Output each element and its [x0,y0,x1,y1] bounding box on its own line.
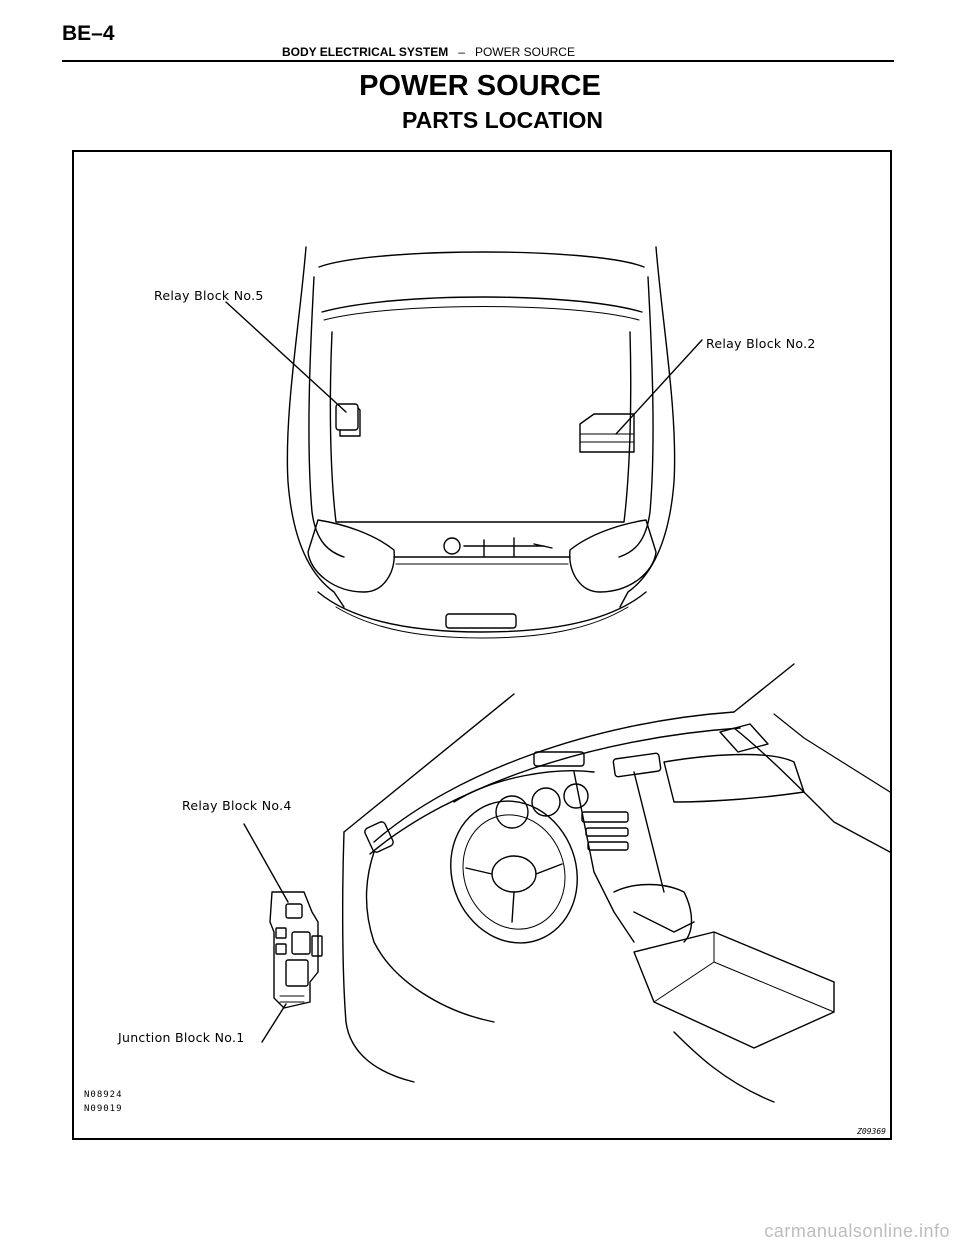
page-title: POWER SOURCE [359,70,601,102]
reference-code-1: N08924 [84,1090,123,1100]
relay-block-5-part [335,403,361,437]
reference-code-2: N09019 [84,1104,123,1114]
leader-relay-block-5 [225,301,347,413]
engine-compartment-drawing [225,246,703,639]
junction-block-assembly-part [269,891,323,1009]
running-header: BODY ELECTRICAL SYSTEM–POWER SOURCE [282,45,575,59]
label-relay-block-5: Relay Block No.5 [154,288,264,303]
label-relay-block-2: Relay Block No.2 [706,336,816,351]
header-separator: – [458,45,465,59]
label-junction-block-1: Junction Block No.1 [118,1030,245,1045]
parts-location-drawing [225,246,890,1103]
relay-block-2-part [579,413,635,453]
header-rule [62,60,894,62]
leader-relay-block-2 [615,339,703,435]
illustration-id: Z09369 [857,1127,886,1136]
watermark: carmanualsonline.info [764,1221,950,1241]
page-code: BE–4 [62,22,115,45]
leader-junction-block-1 [261,1003,287,1043]
leader-relay-block-4 [243,823,289,903]
parts-location-figure: Relay Block No.5 Relay Block No.2 Relay … [72,150,892,1140]
label-relay-block-4: Relay Block No.4 [182,798,292,813]
header-system: BODY ELECTRICAL SYSTEM [282,45,449,59]
dashboard-drawing [243,663,890,1103]
header-section: POWER SOURCE [474,45,575,59]
page-subtitle: PARTS LOCATION [402,107,604,133]
